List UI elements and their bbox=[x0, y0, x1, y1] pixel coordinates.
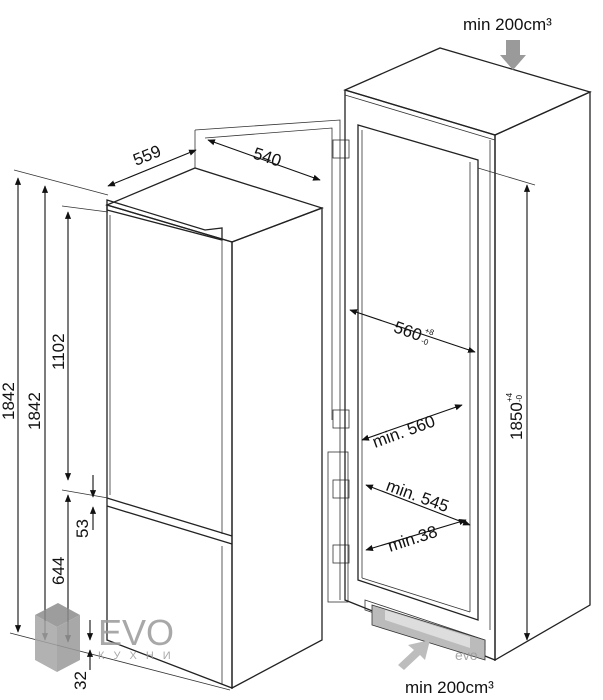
label-1842-inner: 1842 bbox=[25, 392, 44, 430]
svg-text:+8: +8 bbox=[424, 326, 436, 338]
label-32: 32 bbox=[71, 671, 90, 690]
label-1850-tol: 1850 +4 -0 bbox=[505, 392, 526, 440]
label-min-38: min.38 bbox=[385, 522, 439, 556]
cabinet-top bbox=[343, 47, 592, 136]
fridge-front bbox=[106, 204, 233, 689]
cabinet bbox=[343, 47, 592, 662]
svg-text:-0: -0 bbox=[515, 394, 524, 402]
door-split bbox=[106, 497, 233, 537]
niche-opening bbox=[357, 124, 479, 621]
label-540: 540 bbox=[251, 144, 284, 171]
label-560-tol: 560 +8 -0 bbox=[391, 317, 436, 347]
svg-text:560: 560 bbox=[391, 317, 424, 345]
vent-top-arrow-icon bbox=[500, 40, 526, 70]
label-1102: 1102 bbox=[49, 333, 68, 370]
fridge-top bbox=[105, 167, 324, 243]
svg-text:evo: evo bbox=[455, 647, 478, 663]
fridge-side bbox=[231, 207, 323, 690]
svg-text:1850: 1850 bbox=[507, 402, 526, 440]
svg-text:-0: -0 bbox=[420, 336, 430, 347]
svg-text:EVO: EVO bbox=[98, 612, 174, 653]
label-min-545: min. 545 bbox=[384, 476, 452, 516]
vent-bottom-arrow-icon bbox=[398, 640, 430, 670]
label-53: 53 bbox=[73, 519, 92, 538]
label-vent-top: min 200cm³ bbox=[463, 15, 552, 34]
label-min-560: min. 560 bbox=[370, 412, 438, 452]
svg-text:+4: +4 bbox=[505, 392, 514, 402]
fridge bbox=[105, 167, 324, 690]
evo-logo: EVO КУХНИ evo bbox=[35, 603, 478, 672]
door-panel bbox=[194, 119, 350, 603]
hinge-icons bbox=[332, 139, 350, 564]
label-vent-bottom: min 200cm³ bbox=[405, 678, 494, 697]
label-644: 644 bbox=[49, 557, 68, 585]
svg-text:КУХНИ: КУХНИ bbox=[98, 650, 180, 662]
label-1842-outer: 1842 bbox=[0, 382, 18, 420]
fridge-handle bbox=[106, 199, 223, 241]
